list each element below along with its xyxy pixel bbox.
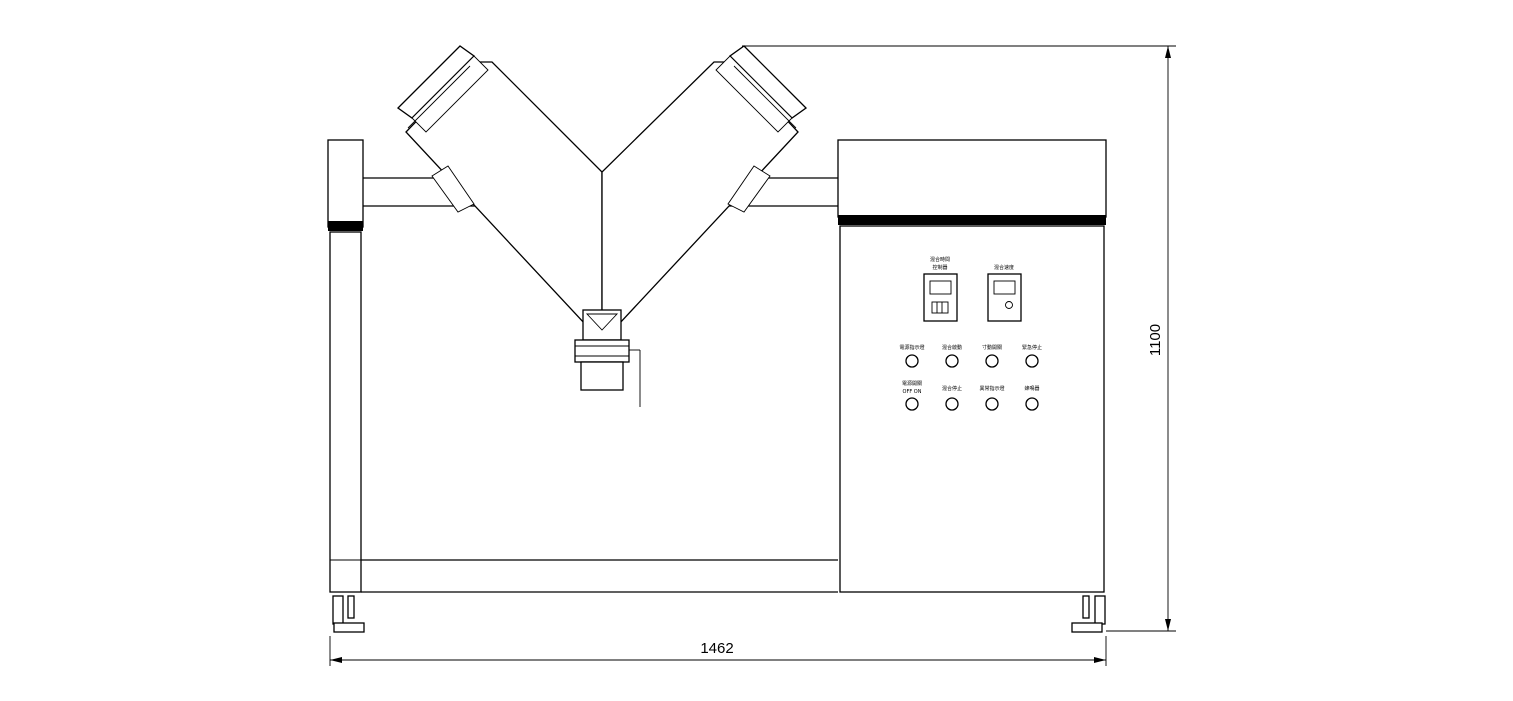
- v-vessel: [396, 45, 808, 325]
- mix-stop-button: [945, 397, 959, 411]
- speed-label: 混合速度: [994, 264, 1014, 271]
- discharge-valve: [574, 309, 641, 407]
- emergency-stop-label: 緊急停止: [1022, 344, 1042, 351]
- width-dimension: 1462: [329, 636, 1107, 666]
- width-dimension-label: 1462: [700, 640, 733, 657]
- power-switch-label: 電源開關: [902, 380, 922, 387]
- leveling-foot-right: [1071, 595, 1106, 633]
- power-switch: [905, 397, 919, 411]
- leveling-foot-left: [332, 595, 365, 633]
- timer-label-line2: 控制器: [932, 264, 947, 271]
- jog-switch: [985, 354, 999, 368]
- button-row-1: 電源指示燈 混合啟動 寸動開關 緊急停止: [899, 344, 1042, 368]
- mix-start-label: 混合啟動: [942, 344, 962, 351]
- bottom-frame: [361, 559, 838, 593]
- timer-label-line1: 混合時間: [930, 256, 950, 263]
- speed-controller: 混合速度: [987, 264, 1022, 322]
- emergency-stop-button: [1025, 354, 1039, 368]
- power-indicator-label: 電源指示燈: [899, 344, 924, 351]
- fault-indicator-light: [985, 397, 999, 411]
- buzzer-label: 蜂鳴器: [1024, 385, 1039, 392]
- jog-switch-label: 寸動開關: [982, 344, 1002, 351]
- control-cabinet: [837, 139, 1107, 593]
- mix-start-button: [945, 354, 959, 368]
- mix-stop-label: 混合停止: [942, 385, 962, 392]
- left-support-column: [327, 139, 364, 593]
- height-dimension: 1100: [742, 45, 1176, 632]
- power-switch-off-on-label: OFF ON: [903, 389, 922, 395]
- buzzer: [1025, 397, 1039, 411]
- height-dimension-label: 1100: [1147, 324, 1164, 356]
- power-indicator-light: [905, 354, 919, 368]
- button-row-2: 電源開關 OFF ON 混合停止 異常指示燈 蜂鳴器: [902, 380, 1040, 411]
- timer-controller: 混合時間 控制器: [923, 256, 958, 322]
- fault-indicator-label: 異常指示燈: [979, 385, 1004, 392]
